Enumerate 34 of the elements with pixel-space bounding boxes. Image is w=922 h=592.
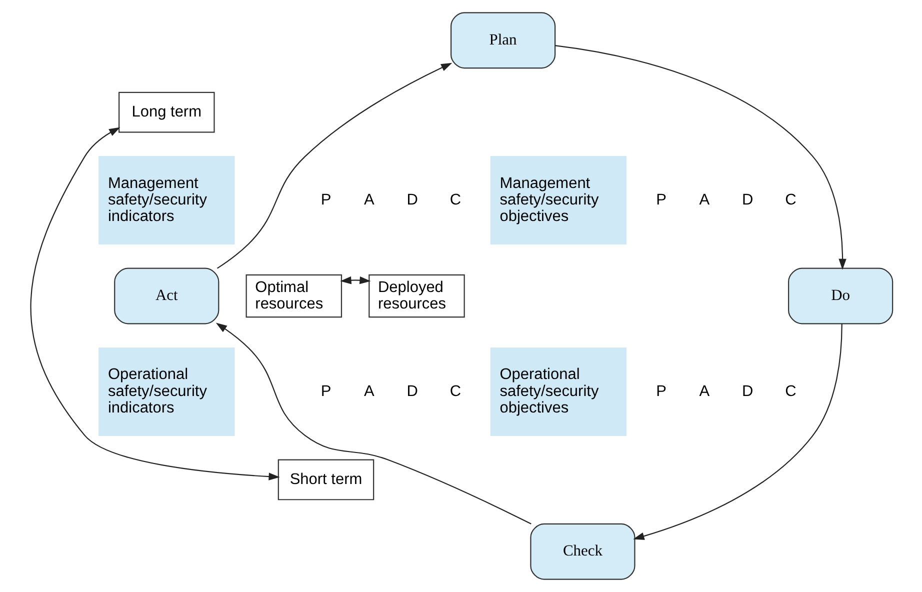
label: D [406,382,418,400]
arrow [340,276,370,284]
node-box: Act [114,268,219,324]
node-box: Deployed resources [368,274,464,318]
node-box: Short term [277,459,374,500]
node-box: Operational safety/security objectives [490,347,626,436]
arrow [554,45,846,270]
node-box: Operational safety/security indicators [98,347,234,436]
label: D [742,191,753,208]
label: A [363,191,374,208]
label: C [449,382,461,400]
node-box: Plan [450,12,556,69]
label: C [784,382,796,400]
label: C [784,191,796,208]
label: A [698,191,710,208]
label: D [406,191,418,208]
node-box: Management safety/security objectives [490,156,626,245]
label: P [656,382,666,400]
label: P [320,191,331,208]
label: P [656,191,666,208]
arrow [30,127,280,480]
label: D [742,382,753,400]
arrow [632,324,842,540]
arrow [215,322,531,524]
label: C [449,191,461,208]
node-box: Check [530,523,635,580]
label: A [363,382,374,400]
arrow [216,62,452,269]
label: P [320,382,331,400]
node-box: Do [788,268,893,324]
node-box: Long term [118,92,214,133]
node-box: Optimal resources [245,274,342,318]
label: A [698,382,710,400]
node-box: Management safety/security indicators [98,156,234,245]
